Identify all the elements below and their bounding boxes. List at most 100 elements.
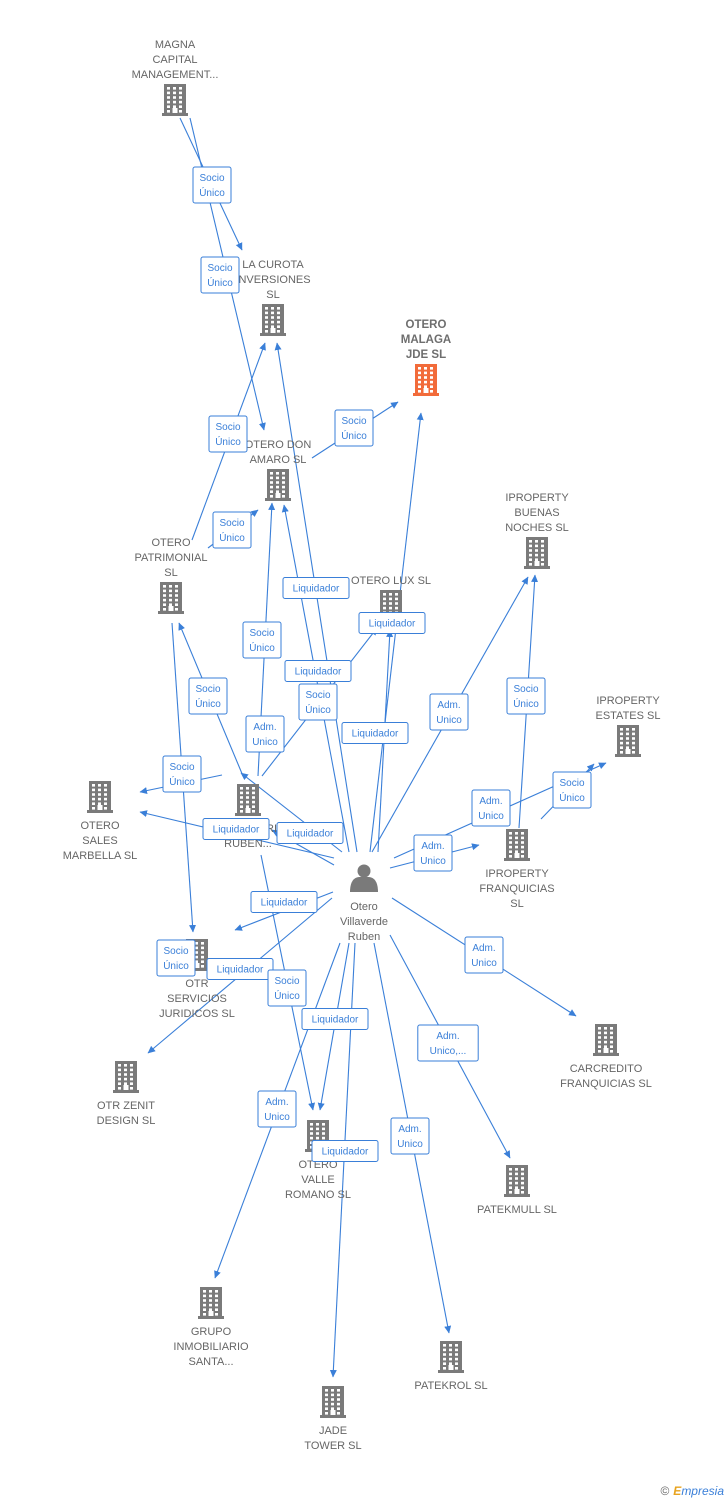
node-label-line: AMARO SL: [250, 454, 307, 466]
edge-label[interactable]: Adm.Unico: [471, 789, 511, 827]
edge-label-text: Único: [195, 697, 221, 710]
node-label-line: IPROPERTY: [485, 868, 549, 880]
edge-label[interactable]: Liquidador: [282, 577, 350, 599]
edge-label-text: Adm.: [253, 722, 276, 733]
empresia-watermark[interactable]: ©Empresia: [660, 1484, 724, 1498]
edge-label-text: Socio: [195, 684, 220, 695]
node-grupo[interactable]: GRUPOINMOBILIARIOSANTA...: [173, 1287, 249, 1368]
edge-label-box: [212, 511, 252, 549]
edge-label-text: Liquidador: [213, 825, 260, 836]
node-label-line: Ruben: [348, 931, 380, 943]
edge-label[interactable]: Adm.Unico: [429, 693, 469, 731]
edge-label-text: Adm.: [265, 1097, 288, 1108]
edge-label-text: Socio: [274, 976, 299, 987]
node-label-line: MANAGEMENT...: [132, 69, 219, 81]
node-patekrol[interactable]: PATEKROL SL: [414, 1341, 488, 1392]
node-label-line: FRANQUICIAS SL: [560, 1078, 652, 1090]
node-label-line: SL: [510, 898, 523, 910]
edge-label[interactable]: Liquidador: [301, 1008, 369, 1030]
node-donamaro[interactable]: OTERO DON AMARO SL: [245, 439, 312, 501]
edge-label-text: Socio: [341, 416, 366, 427]
edge-label-text: Único: [215, 435, 241, 448]
edge-label-box: [245, 715, 285, 753]
edge-label-box: [242, 621, 282, 659]
edge-label[interactable]: Adm.Unico: [245, 715, 285, 753]
edge-label-text: Único: [199, 186, 225, 199]
edge-label-text: Socio: [215, 422, 240, 433]
edge-label-text: Único: [249, 641, 275, 654]
edge-label[interactable]: Adm.Unico: [464, 936, 504, 974]
node-label-line: ROMANO SL: [285, 1189, 351, 1201]
edge-label-text: Adm.: [398, 1124, 421, 1135]
node-patekmull[interactable]: PATEKMULL SL: [477, 1165, 557, 1216]
node-label-line: OTERO DON: [245, 439, 312, 451]
edge-label-text: Adm.: [472, 943, 495, 954]
edge-label-box: [188, 677, 228, 715]
edge-label[interactable]: Liquidador: [311, 1140, 379, 1162]
building-icon: [413, 364, 439, 396]
edge-label[interactable]: Adm.Unico: [390, 1117, 430, 1155]
edge-label[interactable]: Liquidador: [358, 612, 426, 634]
building-icon: [615, 725, 641, 757]
edge-label[interactable]: Adm.Unico,...: [417, 1024, 479, 1062]
edge-label-text: Socio: [169, 762, 194, 773]
edge-label[interactable]: Liquidador: [276, 822, 344, 844]
edge-label-text: Liquidador: [293, 584, 340, 595]
edge-label-box: [276, 822, 344, 844]
node-label-line: MAGNA: [155, 39, 196, 51]
edge-label[interactable]: Adm. Unico: [257, 1090, 297, 1128]
node-label-line: PATEKMULL SL: [477, 1204, 557, 1216]
edge-label[interactable]: Liquidador: [341, 722, 409, 744]
node-label-line: Otero: [350, 901, 378, 913]
node-label-line: ESTATES SL: [595, 710, 660, 722]
edge-label-text: Único: [219, 531, 245, 544]
node-label-line: Villaverde: [340, 916, 388, 928]
edge-label[interactable]: Liquidador: [202, 818, 270, 840]
edge-label[interactable]: Adm.Unico: [413, 834, 453, 872]
edge-label-box: [206, 958, 274, 980]
edge-label[interactable]: Liquidador: [250, 891, 318, 913]
node-magna[interactable]: MAGNACAPITALMANAGEMENT...: [132, 39, 219, 116]
node-inmob[interactable]: INMOBILIARIORUBEN...: [210, 784, 286, 850]
edge-label-text: Único: [341, 429, 367, 442]
node-label-line: IPROPERTY: [596, 695, 660, 707]
node-label-line: SL: [164, 567, 177, 579]
node-carcred[interactable]: CARCREDITO FRANQUICIAS SL: [560, 1024, 652, 1090]
node-estates[interactable]: IPROPERTY ESTATES SL: [595, 695, 661, 757]
edge-label-box: [301, 1008, 369, 1030]
edge-label[interactable]: Liquidador: [206, 958, 274, 980]
node-label-line: CARCREDITO: [570, 1063, 643, 1075]
edge-label-text: Unico: [264, 1112, 290, 1123]
edge-label-box: [464, 936, 504, 974]
edge-label[interactable]: Liquidador: [284, 660, 352, 682]
edge-label-box: [358, 612, 426, 634]
edge-label-box: [334, 409, 374, 447]
node-label-line: PATEKROL SL: [414, 1380, 487, 1392]
node-label-line: SERVICIOS: [167, 993, 227, 1005]
node-label-line: JURIDICOS SL: [159, 1008, 235, 1020]
edge-label-text: Socio: [199, 173, 224, 184]
